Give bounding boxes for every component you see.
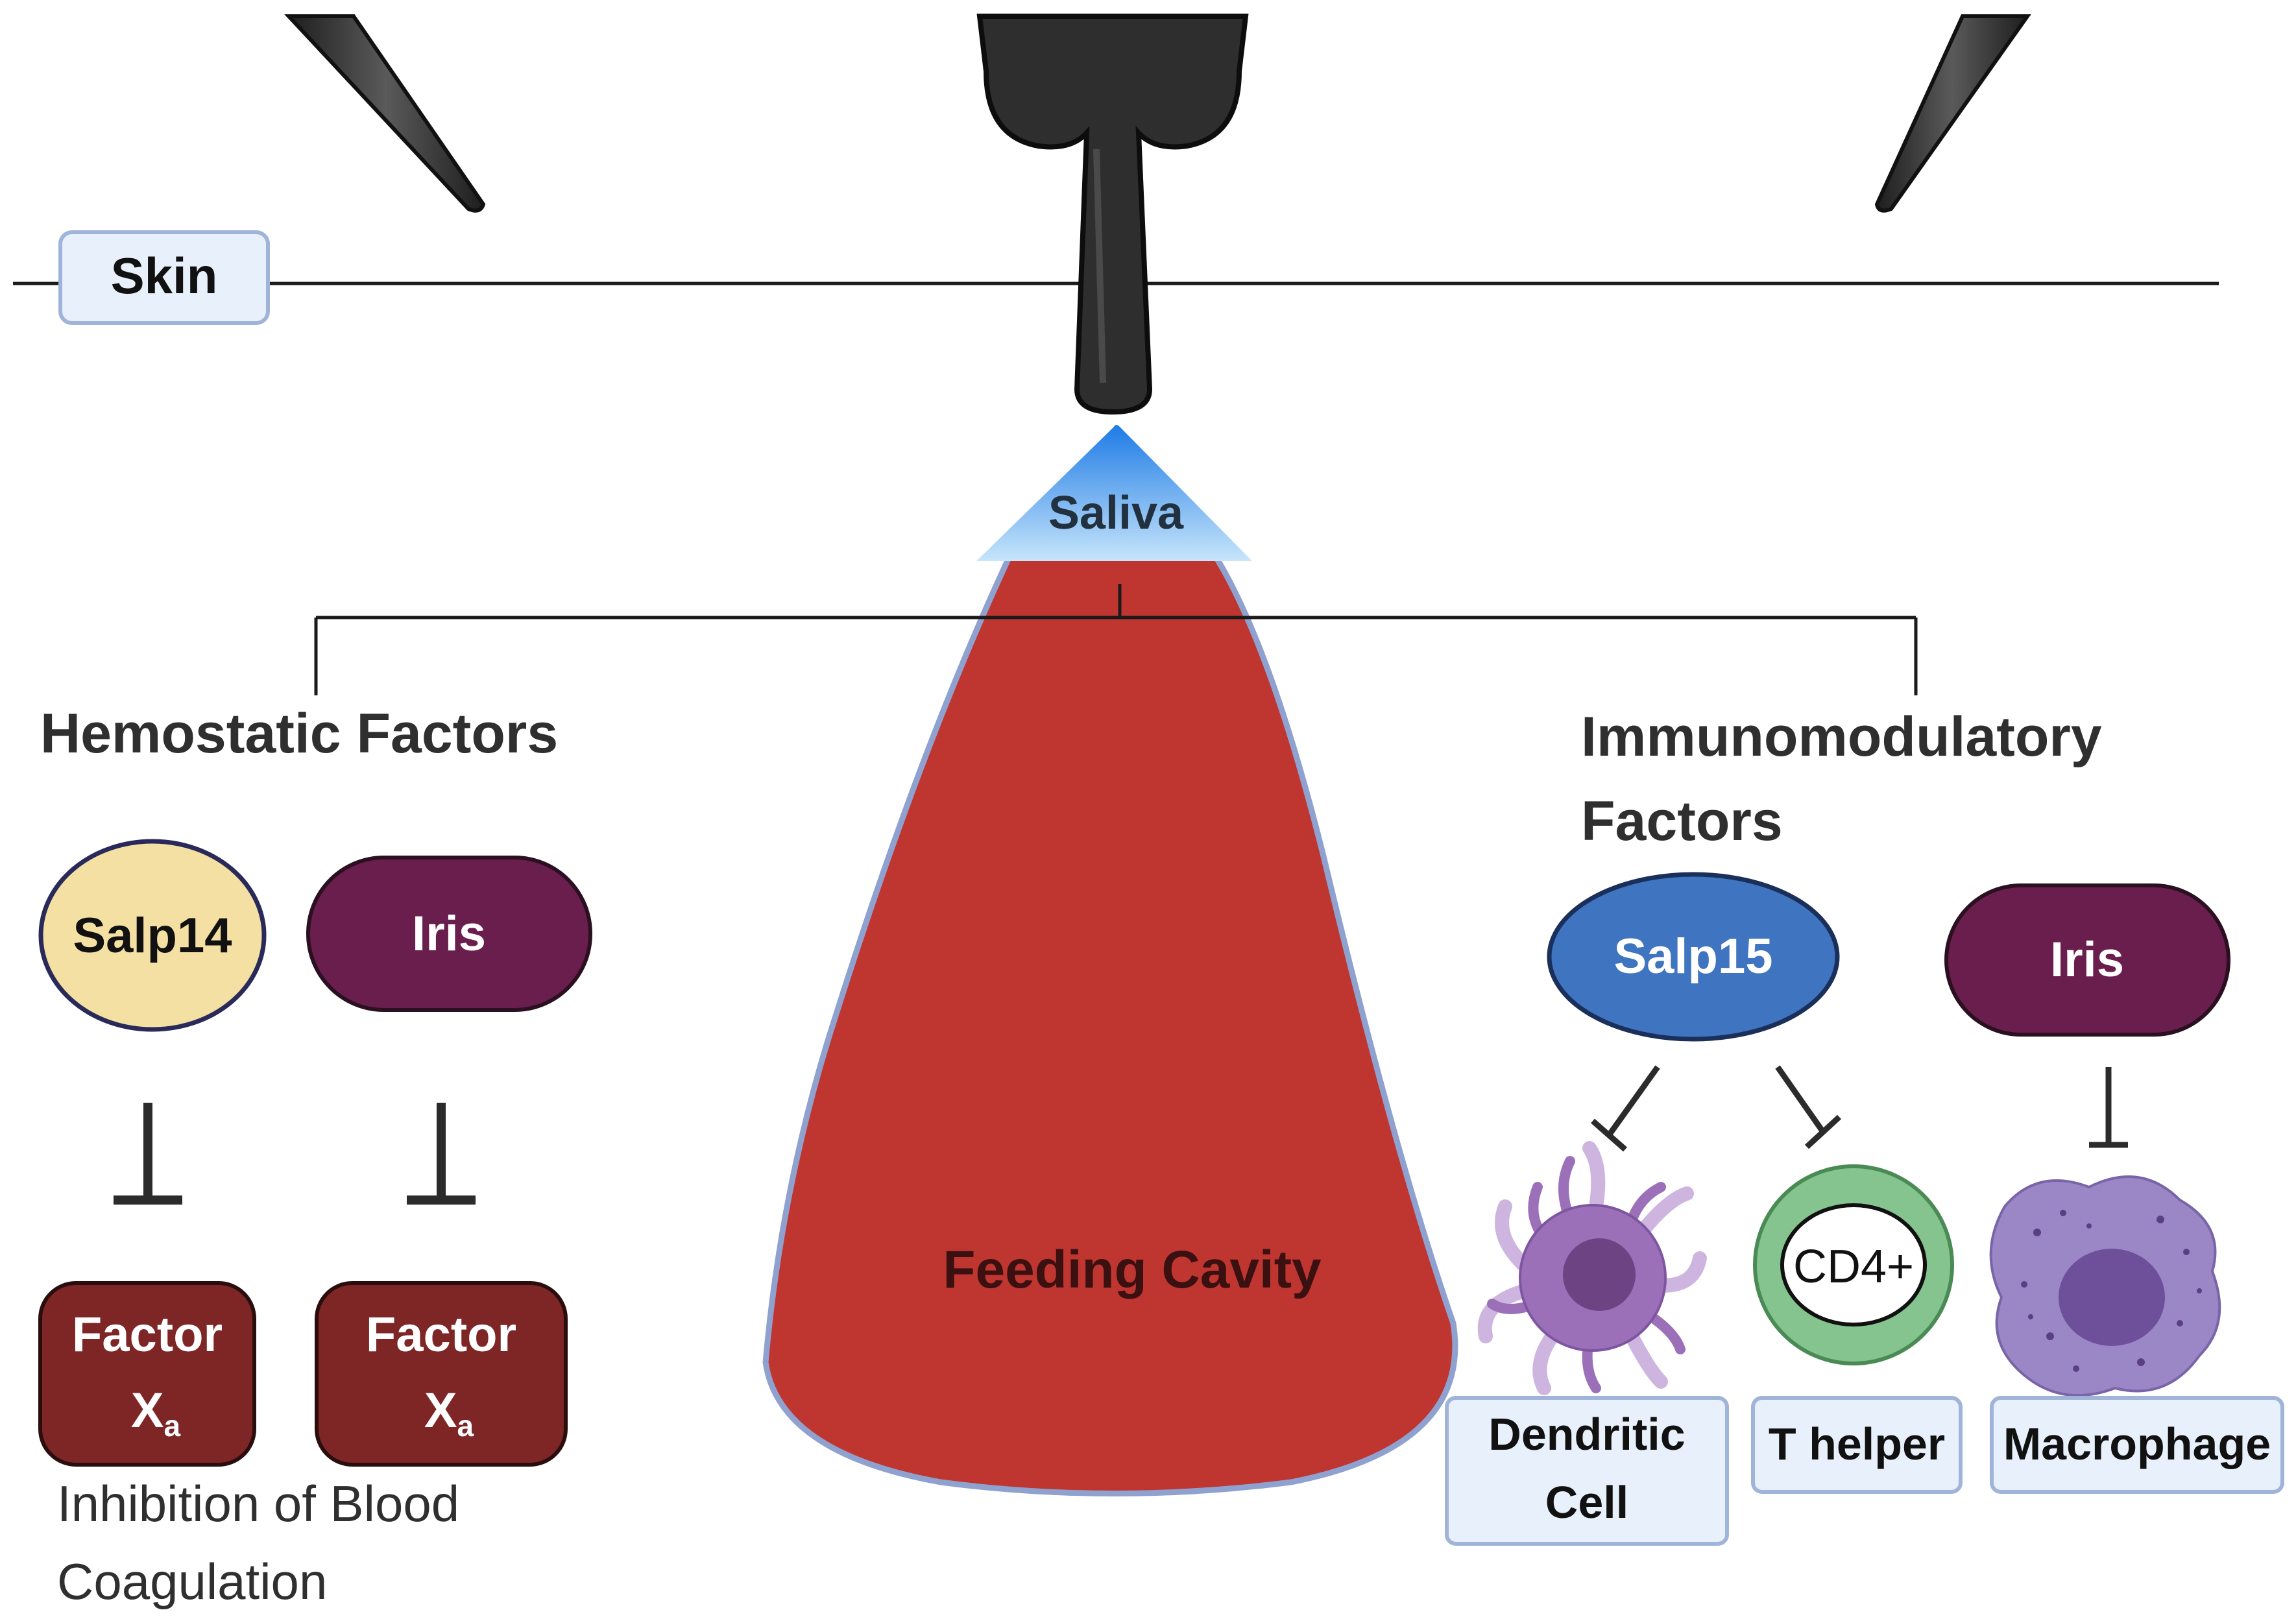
saliva-label: Saliva <box>1048 487 1184 539</box>
iris-hemostatic-label: Iris <box>412 906 486 961</box>
inhibition-dendritic-arrow <box>1591 1065 1660 1152</box>
saliva-triangle <box>976 425 1252 561</box>
dendritic-cell-label-line1: Dendritic <box>1488 1409 1685 1459</box>
feeding-cavity-label: Feeding Cavity <box>943 1240 1322 1299</box>
coagulation-note-line1: Inhibition of Blood <box>57 1475 459 1532</box>
coagulation-note-line2: Coagulation <box>57 1553 327 1610</box>
feeding-cavity-shape <box>762 555 1458 1496</box>
cd4-label: CD4+ <box>1793 1241 1914 1293</box>
iris-immuno-label: Iris <box>2050 932 2124 987</box>
inhibition-salp14-arrow <box>114 1103 182 1205</box>
t-helper-label-box <box>1751 1396 1963 1494</box>
dendritic-cell-illustration <box>1477 1141 1707 1395</box>
dendritic-cell-label-line2: Cell <box>1545 1477 1628 1528</box>
macrophage-label-box <box>1990 1396 2284 1494</box>
t-helper-cell-illustration: CD4+ <box>1753 1164 1954 1365</box>
hemostatic-title: Hemostatic Factors <box>40 702 558 765</box>
inhibition-iris-arrow <box>407 1103 476 1205</box>
inhibition-thelper-arrow <box>1775 1065 1842 1149</box>
t-helper-label: T helper <box>1769 1419 1945 1469</box>
factor-xa-label-2: Factor <box>366 1307 516 1362</box>
salp14-node <box>38 839 267 1032</box>
factor-xa-sub-1: Xa <box>131 1383 181 1443</box>
salp15-label: Salp15 <box>1613 929 1772 984</box>
immuno-title-line1: Immunomodulatory <box>1581 706 2102 768</box>
factor-xa-node-2 <box>315 1281 568 1467</box>
dendritic-cell-label-box <box>1445 1396 1729 1546</box>
macrophage-label: Macrophage <box>2003 1419 2271 1469</box>
tick-mouthparts <box>976 14 1249 415</box>
factor-bracket <box>314 584 1918 695</box>
salp14-label: Salp14 <box>73 908 232 963</box>
tick-leg-right <box>1874 14 2031 213</box>
iris-hemostatic-node <box>306 856 592 1012</box>
factor-xa-node-1 <box>38 1281 256 1467</box>
factor-xa-label-1: Factor <box>72 1307 223 1362</box>
salp15-node <box>1547 872 1840 1042</box>
macrophage-illustration <box>1989 1175 2221 1397</box>
tick-leg-left <box>284 14 486 213</box>
immuno-title-line2: Factors <box>1581 790 1783 852</box>
inhibition-macrophage-arrow <box>2089 1067 2128 1148</box>
skin-label-box <box>58 230 270 325</box>
skin-label: Skin <box>111 247 218 304</box>
iris-immuno-node <box>1944 883 2230 1037</box>
factor-xa-sub-2: Xa <box>424 1383 474 1443</box>
